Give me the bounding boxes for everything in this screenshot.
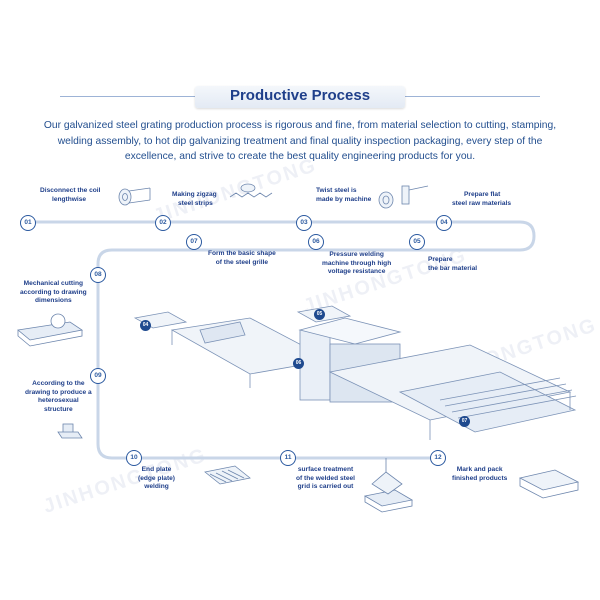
step-number: 07 bbox=[186, 234, 202, 250]
illustration-badge: 04 bbox=[140, 320, 151, 331]
structure-illustration bbox=[57, 423, 83, 439]
end-plate-illustration bbox=[204, 465, 251, 485]
intro-text: Our galvanized steel grating production … bbox=[22, 118, 578, 165]
coil-illustration bbox=[118, 187, 151, 206]
step-number: 08 bbox=[90, 267, 106, 283]
package-illustration bbox=[518, 469, 580, 499]
step-label: End plate(edge plate)welding bbox=[138, 466, 176, 490]
step-number: 03 bbox=[296, 215, 312, 231]
illustration-badge: 05 bbox=[314, 309, 325, 320]
galvanizing-illustration bbox=[363, 458, 414, 513]
step-number: 05 bbox=[409, 234, 425, 250]
illustration-badge: 07 bbox=[459, 416, 470, 427]
intro-line: welding assembly, to hot dip galvanizing… bbox=[57, 135, 543, 147]
cutting-illustration bbox=[17, 313, 84, 347]
page-title: Productive Process bbox=[229, 87, 371, 104]
track-path bbox=[20, 220, 536, 460]
step-number: 12 bbox=[430, 450, 446, 466]
step-number: 09 bbox=[90, 368, 106, 384]
title-bar: Productive Process bbox=[0, 82, 600, 112]
step-number: 06 bbox=[308, 234, 324, 250]
production-line-illustration bbox=[133, 305, 577, 440]
intro-line: excellence, and strive to create the bes… bbox=[124, 151, 476, 162]
step-number: 11 bbox=[280, 450, 296, 466]
twist-illustration bbox=[378, 185, 429, 209]
step-number: 02 bbox=[155, 215, 171, 231]
step-number: 10 bbox=[126, 450, 142, 466]
step-number: 01 bbox=[20, 215, 36, 231]
intro-line: Our galvanized steel grating production … bbox=[43, 120, 557, 131]
zigzag-illustration bbox=[229, 183, 273, 198]
illustration-badge: 06 bbox=[293, 358, 304, 369]
step-number: 04 bbox=[436, 215, 452, 231]
